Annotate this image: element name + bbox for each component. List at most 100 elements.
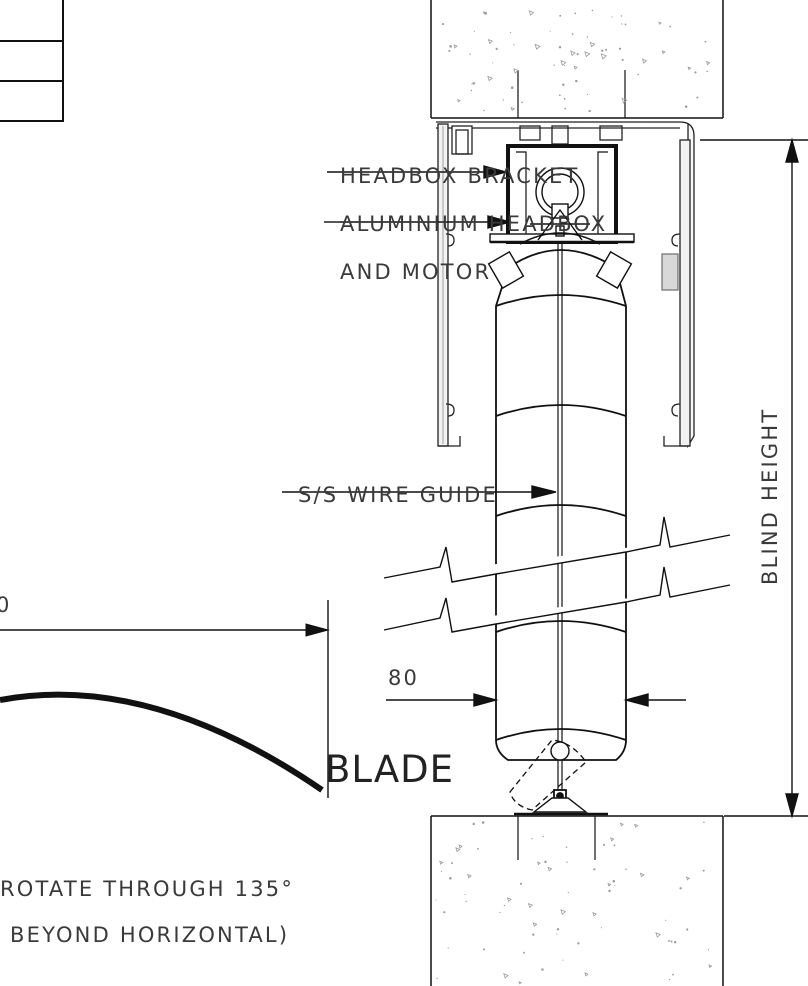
concrete-speckle — [472, 82, 476, 85]
concrete-aggregate — [510, 106, 516, 112]
wire-guide-label: S/S WIRE GUIDE — [298, 483, 498, 507]
concrete-aggregate — [708, 964, 713, 969]
concrete-speckle — [637, 73, 639, 76]
headbox-bracket — [489, 144, 635, 244]
concrete-speckle — [531, 838, 533, 840]
concrete-speckle — [502, 99, 504, 101]
concrete-speckle — [614, 884, 616, 886]
blind-height-label: BLIND HEIGHT — [758, 408, 782, 585]
concrete-speckle — [625, 868, 627, 871]
aluminium-headbox-label: ALUMINIUM HEADBOX — [340, 212, 607, 236]
concrete-aggregate — [584, 972, 589, 977]
concrete-speckle — [673, 940, 677, 944]
concrete-speckle — [563, 97, 566, 100]
concrete-aggregate — [503, 973, 509, 979]
concrete-speckle — [571, 33, 574, 36]
concrete-speckle — [562, 83, 565, 87]
concrete-speckle — [451, 862, 453, 865]
aluminium-headbox — [436, 121, 695, 449]
concrete-aggregate — [439, 860, 444, 865]
concrete-speckle — [553, 64, 555, 66]
concrete-speckle — [593, 868, 596, 871]
concrete-speckle — [470, 89, 473, 92]
concrete-speckle — [611, 16, 613, 18]
concrete-aggregate — [453, 44, 458, 49]
concrete-speckle — [621, 23, 623, 25]
concrete-speckle — [574, 12, 577, 15]
concrete-speckle — [586, 36, 589, 38]
concrete-speckle — [559, 14, 562, 17]
concrete-speckle — [567, 891, 569, 894]
concrete-aggregate — [532, 922, 538, 927]
concrete-speckle — [604, 48, 608, 51]
title-block-fragment — [0, 0, 64, 122]
concrete-aggregate — [589, 41, 596, 48]
concrete-aggregate — [658, 21, 662, 25]
concrete-speckle — [495, 47, 498, 50]
concrete-speckle — [679, 887, 682, 890]
concrete-aggregate — [487, 38, 494, 45]
concrete-aggregate — [570, 50, 576, 57]
concrete-speckle — [586, 93, 589, 96]
concrete-speckle — [491, 62, 493, 64]
concrete-speckle — [443, 911, 446, 914]
concrete-speckle — [575, 79, 578, 83]
concrete-aggregate — [621, 97, 628, 104]
and-motor-label: AND MOTOR — [340, 260, 491, 284]
concrete-speckle — [600, 927, 602, 929]
concrete-speckle — [669, 978, 671, 981]
concrete-speckle — [510, 86, 514, 89]
concrete-aggregate — [458, 844, 463, 849]
concrete-speckle — [440, 871, 442, 873]
ceiling-concrete — [430, 0, 724, 119]
concrete-speckle — [556, 933, 558, 935]
concrete-aggregate — [506, 897, 512, 903]
concrete-speckle — [696, 96, 699, 99]
concrete-speckle — [602, 843, 606, 846]
concrete-speckle — [706, 70, 708, 73]
rotate-note-line1: ROTATE THROUGH 135° — [0, 877, 294, 901]
concrete-speckle — [612, 880, 616, 883]
concrete-aggregate — [527, 902, 534, 909]
concrete-speckle — [577, 942, 580, 945]
concrete-speckle — [435, 899, 437, 901]
concrete-aggregate — [607, 882, 612, 887]
break-lines — [383, 516, 731, 633]
concrete-aggregate — [457, 98, 461, 103]
concrete-speckle — [447, 947, 449, 949]
concrete-aggregate — [482, 11, 487, 15]
concrete-aggregate — [639, 872, 645, 878]
concrete-aggregate — [560, 59, 567, 67]
concrete-speckle — [472, 822, 475, 826]
concrete-speckle — [436, 977, 438, 980]
concrete-aggregate — [560, 909, 567, 915]
concrete-speckle — [601, 49, 604, 52]
concrete-speckle — [523, 951, 526, 954]
concrete-speckle — [588, 109, 591, 113]
concrete-aggregate — [528, 10, 535, 16]
concrete-aggregate — [534, 43, 541, 50]
concrete-speckle — [542, 835, 544, 838]
concrete-speckle — [694, 71, 697, 74]
concrete-speckle — [672, 973, 674, 976]
concrete-speckle — [469, 53, 471, 55]
leader-lines — [282, 165, 557, 499]
width-80-dimension — [386, 693, 686, 707]
concrete-speckle — [558, 45, 562, 49]
concrete-speckle — [465, 900, 467, 903]
concrete-speckle — [669, 25, 671, 28]
concrete-aggregate — [467, 873, 472, 879]
concrete-speckle — [564, 64, 566, 67]
blind-height-dimension — [700, 137, 808, 819]
concrete-speckle — [562, 959, 564, 961]
concrete-speckle — [449, 45, 452, 48]
concrete-aggregate — [455, 847, 461, 853]
concrete-speckle — [668, 939, 670, 942]
concrete-speckle — [618, 47, 622, 50]
concrete-speckle — [684, 105, 688, 108]
concrete-aggregate — [487, 75, 493, 82]
concrete-speckle — [702, 869, 705, 872]
motor — [519, 167, 601, 245]
concrete-speckle — [441, 23, 444, 26]
